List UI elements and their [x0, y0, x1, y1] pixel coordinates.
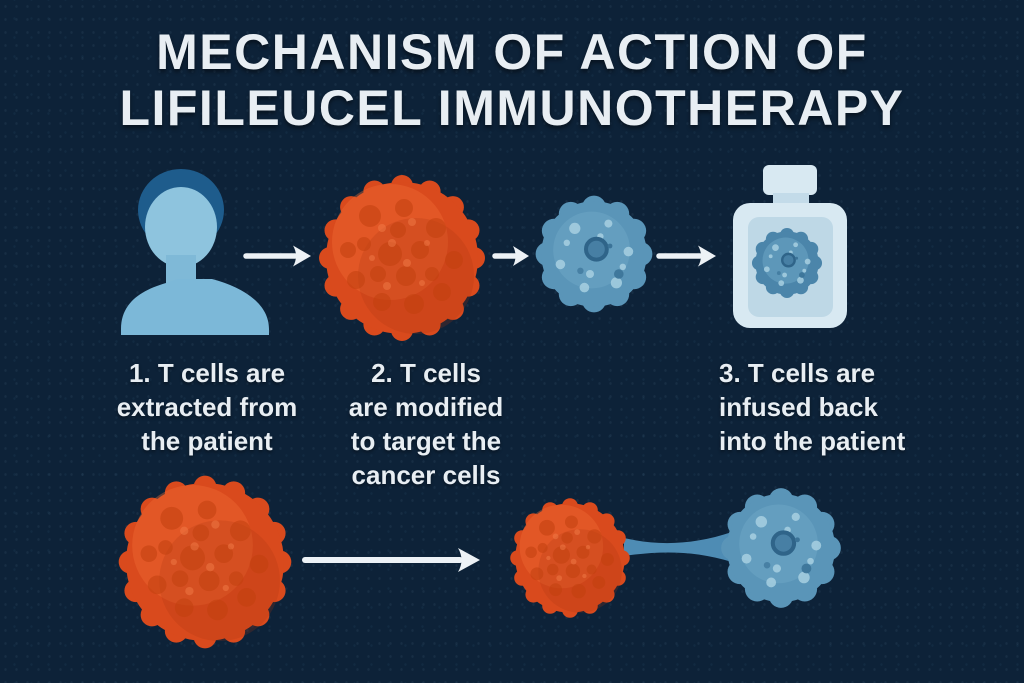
arrow-right-icon: [302, 548, 480, 572]
step-2-line3: to target the: [350, 426, 502, 456]
tether-icon: [624, 532, 732, 562]
step-2-line2: are modified: [348, 392, 504, 422]
step-3-line3: into the patient: [719, 426, 906, 456]
patient-icon: [121, 169, 269, 335]
infusion-bottle-icon: [733, 165, 847, 328]
arrow-right-icon: [492, 246, 529, 266]
step-2-caption: 2. T cells are modified to target the ca…: [328, 356, 524, 492]
page-title-line2: LIFILEUCEL IMMUNOTHERAPY: [119, 80, 905, 136]
cancer-cell-icon: [319, 175, 485, 341]
t-cell-icon: [533, 193, 655, 315]
t-cell-attacking-cancer-cell-icon: [484, 460, 774, 660]
page-title: MECHANISM OF ACTION OF LIFILEUCEL IMMUNO…: [0, 24, 1024, 136]
step-1-line1: 1. T cells are: [128, 358, 286, 388]
step-3-line1: 3. T cells are: [719, 358, 876, 388]
step-3-caption: 3. T cells are infused back into the pat…: [719, 356, 934, 458]
arrow-right-icon: [656, 245, 716, 267]
step-2-line4: cancer cells: [351, 460, 501, 490]
cancer-cell-icon: [510, 498, 630, 618]
step-1-line3: the patient: [141, 426, 273, 456]
arrow-right-icon: [243, 245, 311, 267]
page-title-line1: MECHANISM OF ACTION OF: [156, 24, 868, 80]
step-1-caption: 1. T cells are extracted from the patien…: [92, 356, 322, 458]
t-cell-icon: [699, 466, 863, 630]
step-3-line2: infused back: [719, 392, 878, 422]
cancer-cell-icon: [118, 475, 292, 649]
step-1-line2: extracted from: [116, 392, 298, 422]
step-2-line1: 2. T cells: [371, 358, 481, 388]
